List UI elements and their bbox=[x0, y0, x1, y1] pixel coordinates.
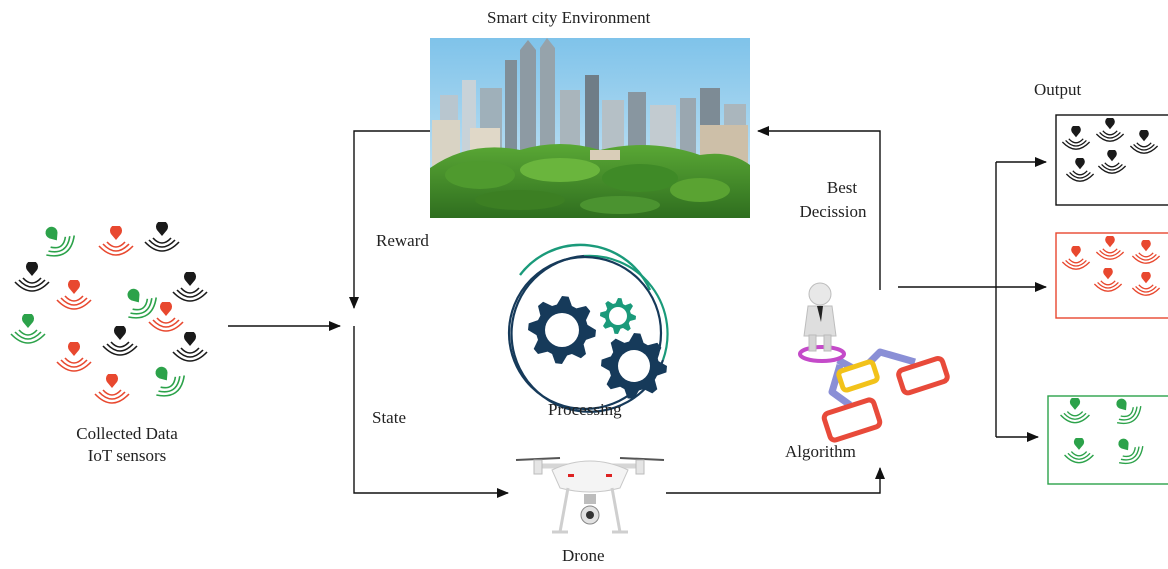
best-decision-label-line2: Decission bbox=[799, 202, 867, 221]
wifi-signal-icon bbox=[10, 314, 46, 344]
processing-label: Processing bbox=[548, 400, 622, 419]
collected-sensors-cluster bbox=[10, 222, 208, 404]
wifi-signal-icon bbox=[102, 326, 138, 356]
wifi-signal-icon bbox=[94, 374, 130, 404]
reward-label: Reward bbox=[376, 231, 429, 250]
wifi-signal-icon bbox=[56, 342, 92, 372]
best-decision-label-line1: Best bbox=[826, 178, 858, 197]
processing-circle bbox=[507, 243, 669, 413]
collected-data-label-line2: IoT sensors bbox=[87, 446, 167, 465]
output-box-green bbox=[1047, 395, 1168, 485]
gear-hole bbox=[609, 307, 627, 325]
diagram-title: Smart city Environment bbox=[487, 8, 651, 27]
arrow-reward bbox=[349, 130, 430, 309]
output-box-red bbox=[1055, 232, 1168, 319]
gear-hole bbox=[618, 350, 650, 382]
arrow-state bbox=[353, 326, 509, 498]
wifi-signal-icon bbox=[14, 262, 50, 292]
wifi-signal-icon bbox=[38, 226, 78, 264]
wifi-signal-icon bbox=[172, 272, 208, 302]
collected-data-label-line1: Collected Data bbox=[76, 424, 178, 443]
arrow-drone-to-algorithm bbox=[666, 467, 885, 494]
gears-group bbox=[528, 296, 667, 399]
state-label: State bbox=[372, 408, 406, 427]
drone-image bbox=[515, 457, 665, 534]
wifi-signal-icon bbox=[120, 288, 160, 326]
drone-label: Drone bbox=[562, 546, 605, 565]
wifi-signal-icon bbox=[56, 280, 92, 310]
city-skyline-image bbox=[430, 38, 750, 218]
arrow-best-decision bbox=[757, 126, 881, 290]
wifi-signal-icon bbox=[98, 226, 134, 256]
algorithm-label: Algorithm bbox=[785, 442, 856, 461]
flow-arrows bbox=[228, 126, 1047, 498]
wifi-signal-icon bbox=[144, 222, 180, 252]
gear-hole bbox=[545, 313, 579, 347]
wifi-signal-icon bbox=[148, 366, 188, 404]
algorithm-flowchart-image bbox=[798, 282, 950, 443]
output-label: Output bbox=[1034, 80, 1082, 99]
wifi-signal-icon bbox=[172, 332, 208, 362]
